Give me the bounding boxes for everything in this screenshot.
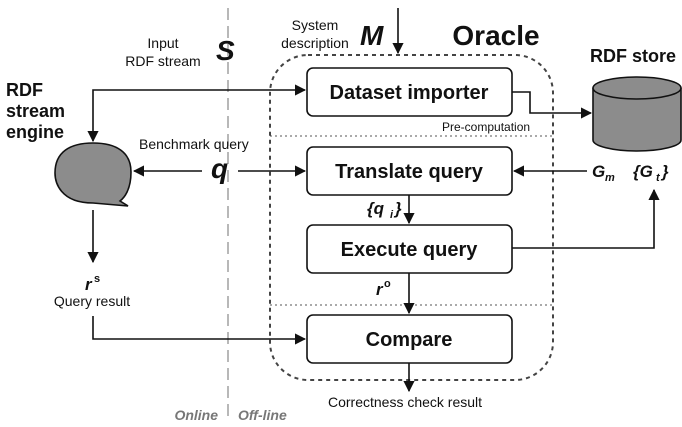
svg-text:}: } (660, 162, 669, 181)
query-symbol: q (211, 153, 228, 184)
svg-text:r: r (376, 280, 384, 299)
input-symbol: S (216, 35, 235, 66)
benchmark-query-label: Benchmark query (139, 136, 249, 152)
result-to-compare-arrow (92, 316, 307, 345)
precomputation-label: Pre-computation (442, 120, 530, 134)
svg-text:t: t (656, 172, 661, 184)
query-result-label: Query result (54, 293, 130, 309)
system-label-line1: System (292, 17, 339, 33)
stream-to-engine-arrow (87, 89, 228, 143)
svg-text:m: m (605, 172, 615, 184)
execute-to-graphs-arrow (512, 188, 660, 249)
stream-result-label: r s (85, 273, 100, 294)
dataset-importer-box: Dataset importer (306, 67, 513, 117)
rdf-stream-engine-icon (54, 142, 132, 207)
engine-label-line2: stream (6, 101, 65, 121)
svg-text:{q: {q (367, 199, 385, 218)
execute-query-label: Execute query (341, 239, 479, 261)
compare-box: Compare (306, 314, 513, 364)
engine-label-line3: engine (6, 122, 64, 142)
offline-label: Off-line (238, 407, 287, 423)
svg-text:s: s (94, 273, 100, 285)
dataset-importer-label: Dataset importer (330, 82, 489, 104)
translate-query-box: Translate query (306, 146, 513, 196)
svg-text:G: G (592, 162, 605, 181)
svg-text:}: } (393, 199, 402, 218)
compare-label: Compare (366, 329, 453, 351)
oracle-title: Oracle (452, 20, 539, 51)
system-label-line2: description (281, 35, 349, 51)
rdf-store-label: RDF store (590, 46, 676, 66)
svg-text:i: i (390, 209, 394, 221)
graph-t-label: {G t } (633, 162, 669, 184)
svg-text:{G: {G (633, 162, 653, 181)
svg-text:o: o (384, 278, 391, 290)
rdf-store-icon (592, 76, 682, 152)
oracle-result-label: r o (376, 278, 391, 299)
input-label-line2: RDF stream (125, 53, 200, 69)
system-symbol: M (360, 20, 384, 51)
correctness-label: Correctness check result (328, 394, 482, 410)
execute-query-box: Execute query (306, 224, 513, 274)
engine-label-line1: RDF (6, 80, 43, 100)
graph-m-label: G m (592, 162, 615, 184)
input-label-line1: Input (147, 35, 178, 51)
online-label: Online (174, 407, 218, 423)
translate-query-label: Translate query (335, 161, 484, 183)
translated-queries-label: {q i } (367, 199, 402, 221)
importer-to-store-arrow (512, 91, 593, 119)
svg-text:r: r (85, 275, 93, 294)
